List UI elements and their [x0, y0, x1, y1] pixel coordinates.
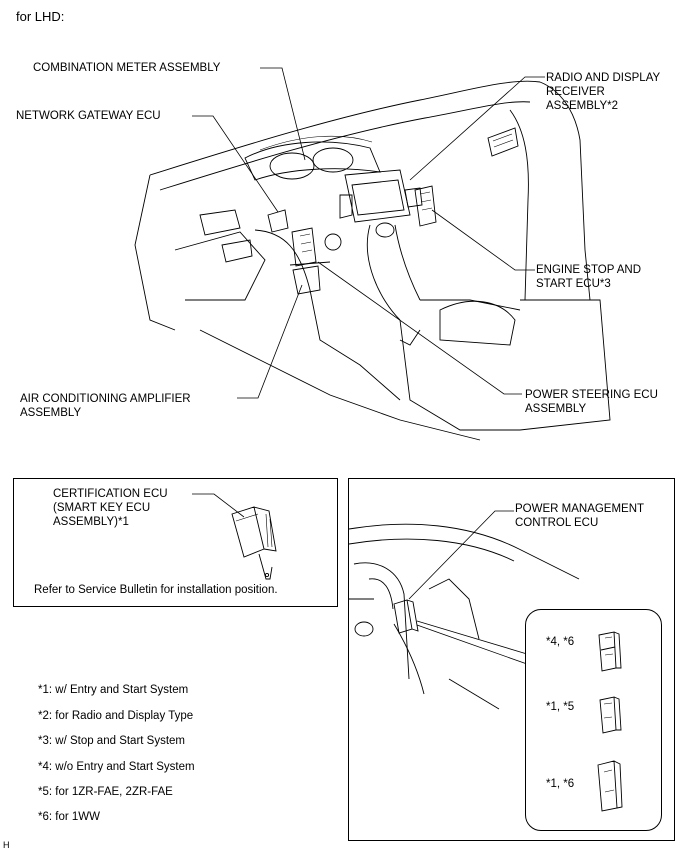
label-air-conditioning: AIR CONDITIONING AMPLIFIER ASSEMBLY — [20, 393, 191, 419]
label-engine-stop: ENGINE STOP AND START ECU*3 — [536, 264, 642, 290]
variant-label-3: *1, *6 — [546, 778, 575, 790]
ecu-variants-inset: *4, *6 *1, *5 *1, *6 — [525, 609, 662, 831]
variant-label-2: *1, *5 — [546, 701, 575, 713]
variant-label-1: *4, *6 — [546, 636, 575, 648]
power-management-illustration — [349, 510, 580, 710]
footnote-4: *4: w/o Entry and Start System — [38, 761, 195, 773]
ecu-variant-icons — [597, 631, 623, 812]
power-management-label: POWER MANAGEMENT CONTROL ECU — [515, 503, 645, 529]
label-radio-display: RADIO AND DISPLAY RECEIVER ASSEMBLY*2 — [546, 72, 661, 112]
footnote-2: *2: for Radio and Display Type — [38, 710, 194, 722]
label-combination-meter: COMBINATION METER ASSEMBLY — [33, 62, 221, 74]
label-network-gateway: NETWORK GATEWAY ECU — [16, 110, 161, 122]
footnote-5: *5: for 1ZR-FAE, 2ZR-FAE — [38, 786, 173, 798]
certification-ecu-box: CERTIFICATION ECU (SMART KEY ECU ASSEMBL… — [13, 478, 338, 607]
certification-ecu-icon — [192, 493, 277, 580]
corner-mark: H — [3, 840, 10, 850]
certification-ecu-note: Refer to Service Bulletin for installati… — [34, 584, 278, 596]
page-title: for LHD: — [16, 9, 65, 24]
power-management-box: POWER MANAGEMENT CONTROL ECU *4, *6 *1, … — [348, 478, 675, 841]
certification-ecu-label: CERTIFICATION ECU (SMART KEY ECU ASSEMBL… — [53, 488, 168, 528]
label-power-steering: POWER STEERING ECU ASSEMBLY — [525, 389, 658, 415]
footnote-3: *3: w/ Stop and Start System — [38, 735, 186, 747]
footnote-1: *1: w/ Entry and Start System — [38, 684, 189, 696]
footnote-6: *6: for 1WW — [38, 811, 100, 823]
